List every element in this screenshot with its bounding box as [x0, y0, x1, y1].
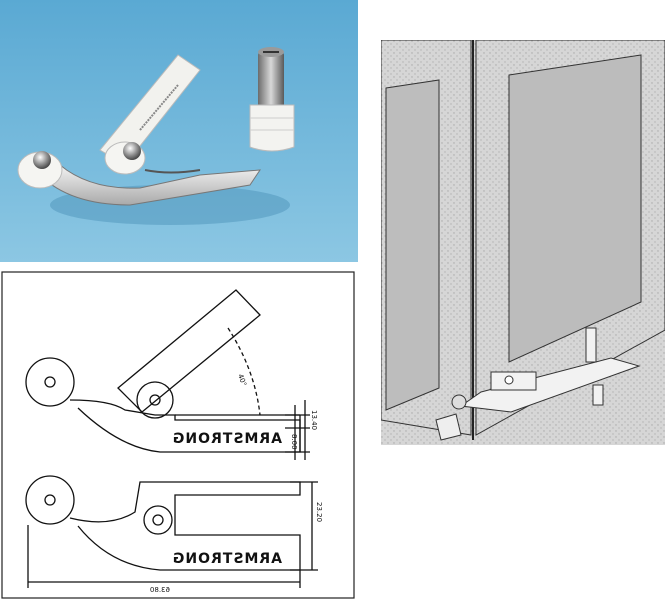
- dim-height-total: 23.20: [315, 502, 323, 522]
- technical-drawing: 40° 8.00 13.40 ARMSTRONG 23.20 63.80 ARM…: [0, 270, 358, 600]
- dim-width-total: 63.80: [150, 586, 170, 594]
- left-roller: [17, 151, 63, 189]
- dim-height-small: 8.00: [290, 434, 298, 450]
- floor-hinge: [435, 327, 641, 441]
- hinge-photo-illustration: [0, 0, 358, 262]
- left-door: [381, 40, 472, 436]
- brand-label-top: ARMSTRONG: [172, 431, 282, 447]
- center-roller: [104, 141, 146, 175]
- right-door: [475, 40, 665, 436]
- angle-label: 40°: [236, 373, 248, 387]
- metal-plate: [39, 164, 261, 206]
- dim-height-large: 13.40: [310, 410, 318, 430]
- door-installation-illustration: [381, 40, 665, 445]
- product-photo: [0, 0, 358, 262]
- hinge-closed-view: [25, 475, 318, 588]
- hinge-open-view: [25, 289, 310, 460]
- brand-label-bottom: ARMSTRONG: [172, 551, 282, 567]
- spring: [144, 169, 201, 174]
- screw-bushing: [249, 47, 295, 152]
